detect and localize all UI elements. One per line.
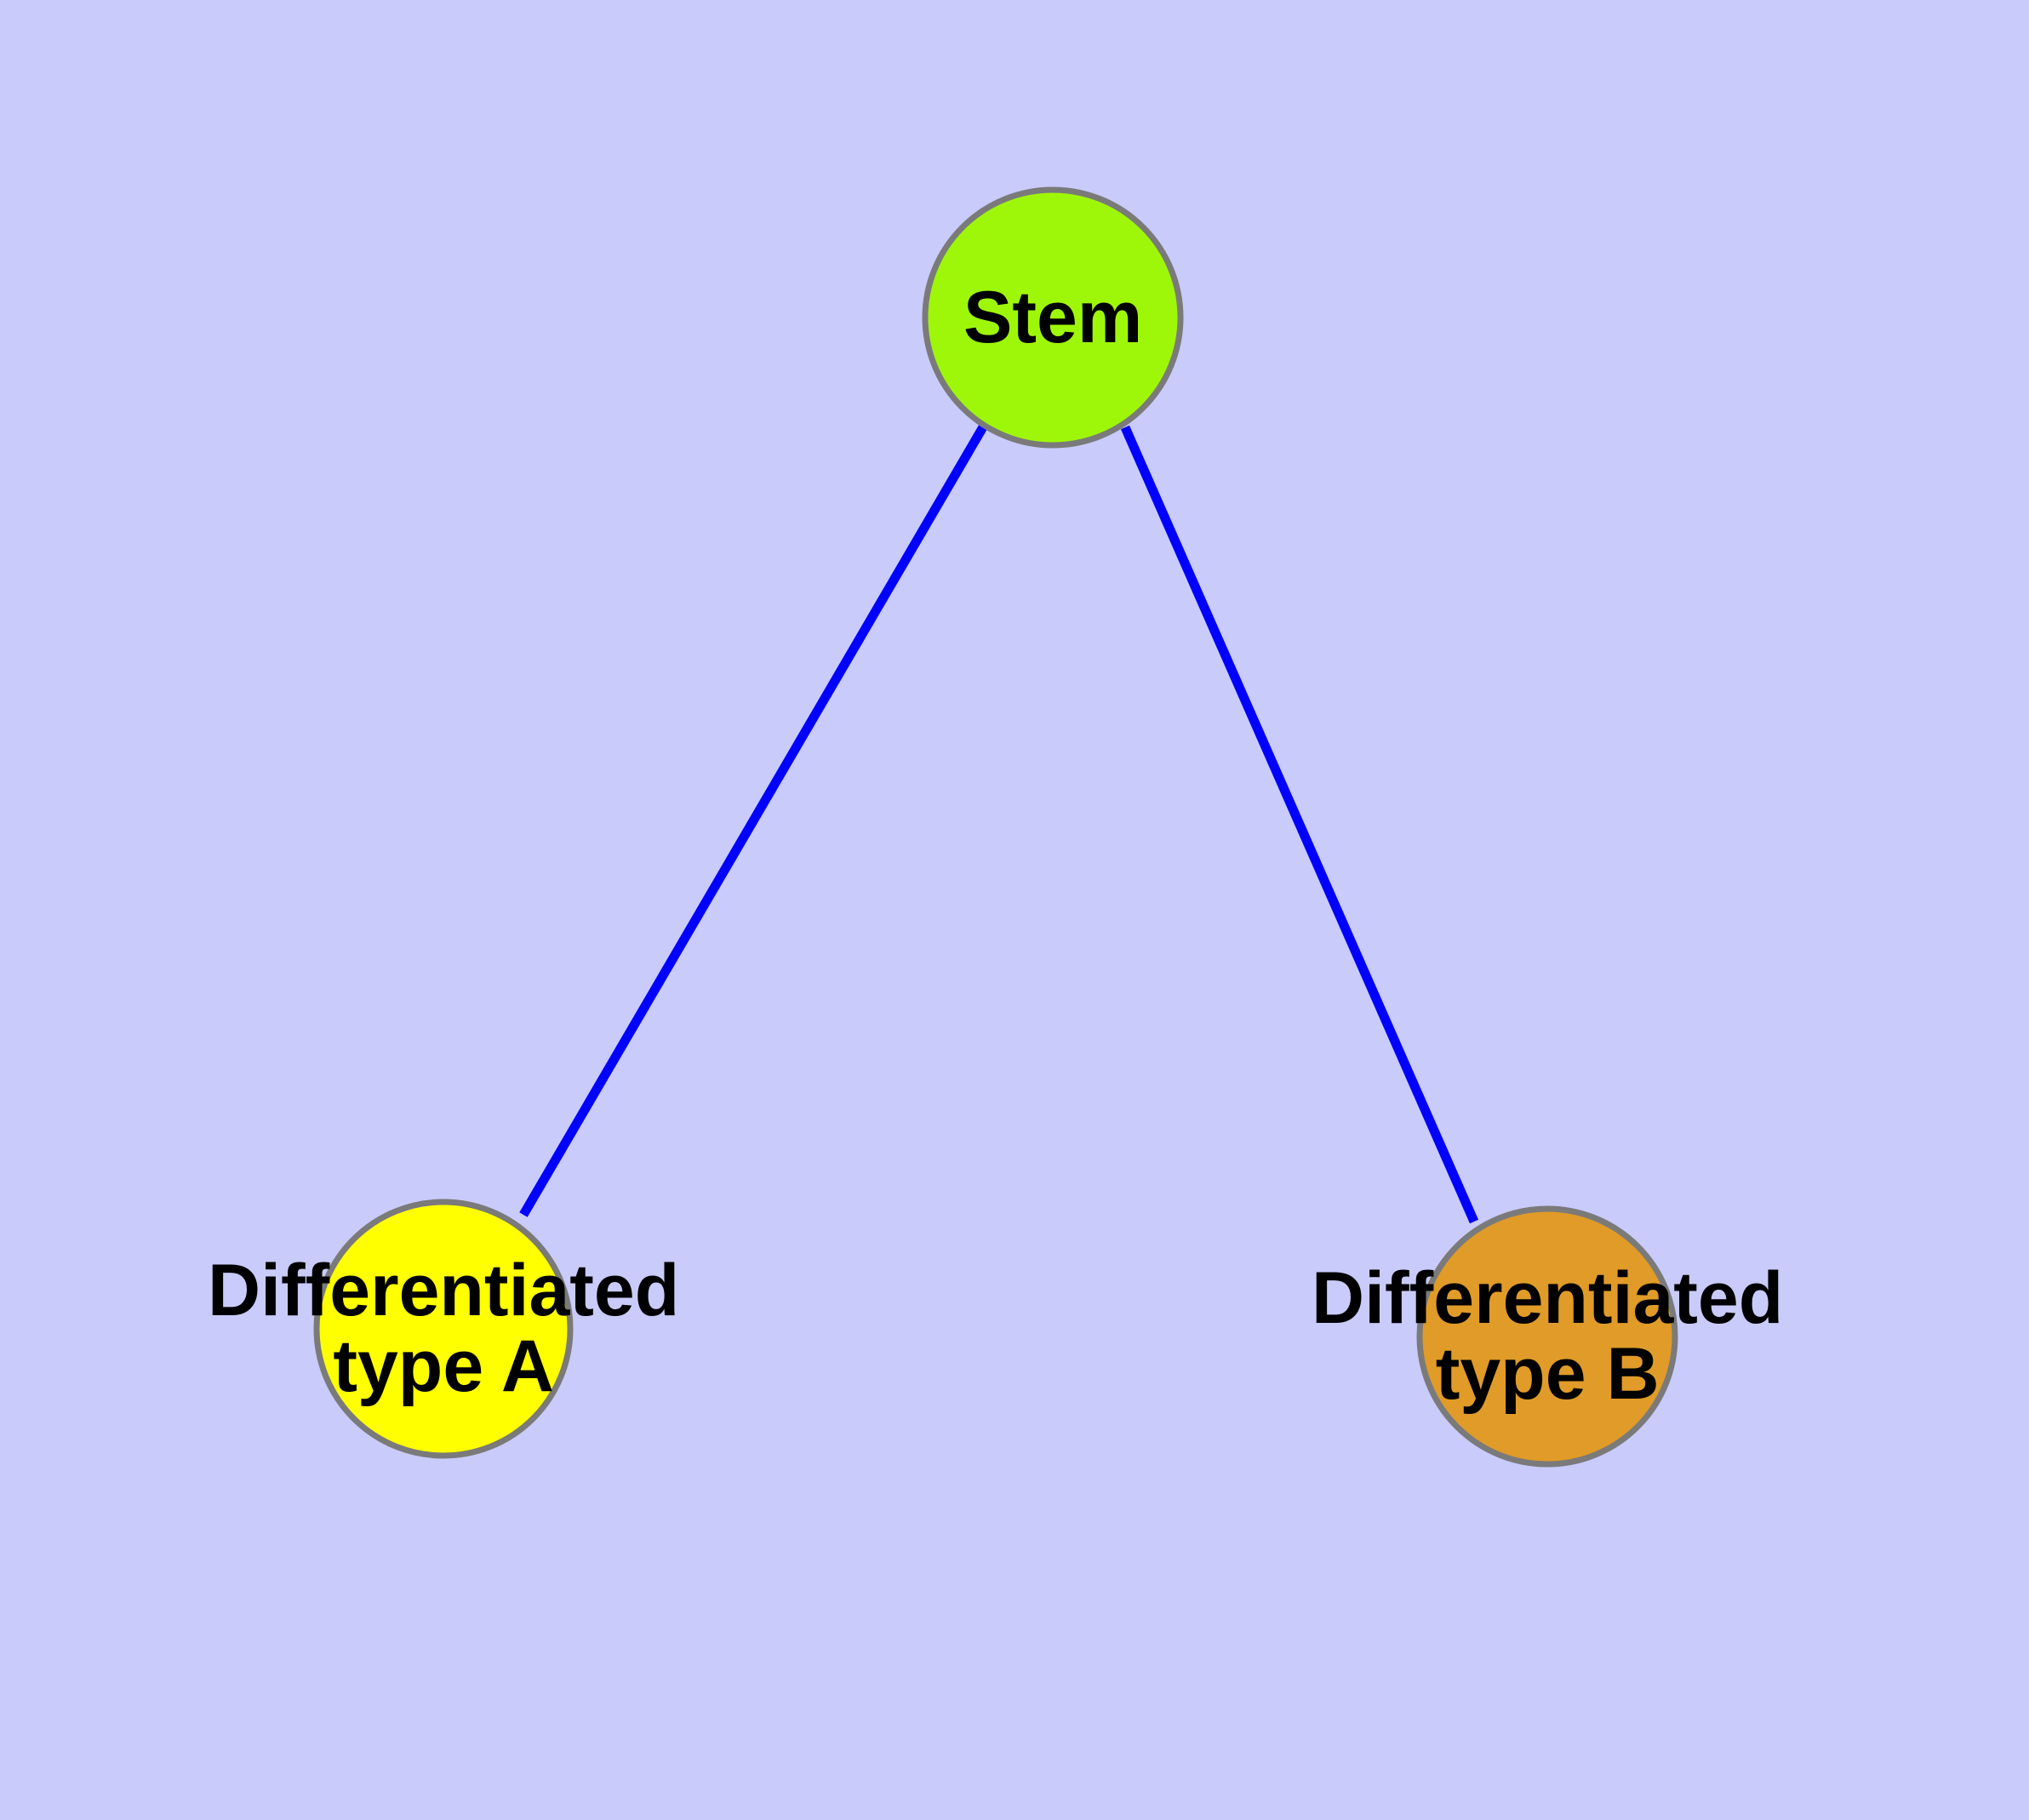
- graph-node-diff-b[interactable]: [1416, 1205, 1678, 1468]
- nodes-layer: [313, 186, 1678, 1468]
- graph-edge-stem-to-diff-a[interactable]: [519, 423, 988, 1217]
- graph-node-stem[interactable]: [922, 186, 1184, 449]
- graph-node-diff-a[interactable]: [313, 1199, 574, 1459]
- graph-edge-stem-to-diff-b[interactable]: [1120, 425, 1479, 1224]
- edges-layer: [519, 423, 1479, 1224]
